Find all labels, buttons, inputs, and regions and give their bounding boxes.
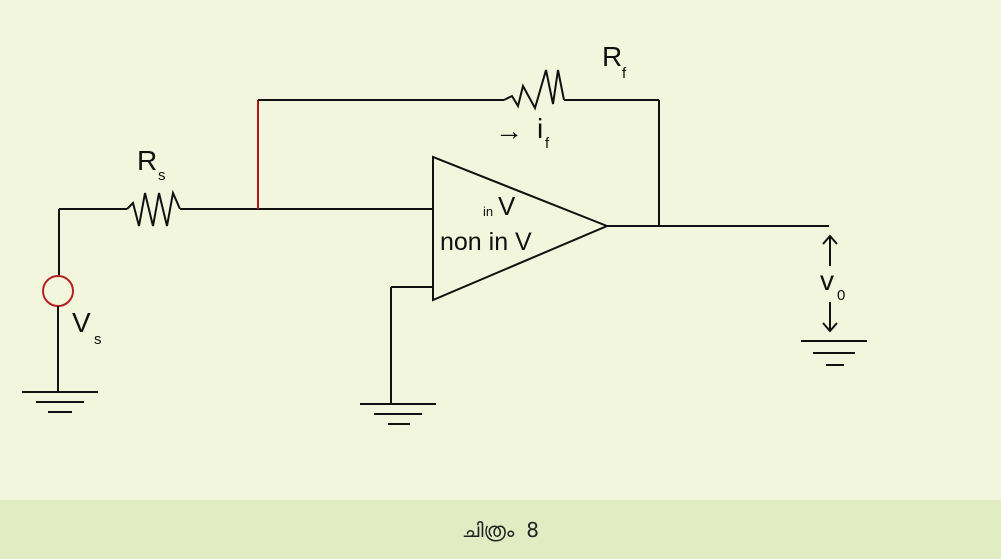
voltage-source	[42, 275, 74, 307]
feedback-resistor-rf	[503, 69, 565, 111]
ground-symbol-output	[801, 340, 867, 366]
figure-caption-bar: ചിത്രം 8	[0, 500, 1001, 559]
inverting-input-label: V	[498, 191, 516, 221]
figure-caption-label: ചിത്രം	[462, 517, 515, 542]
if-arrow: →	[495, 115, 523, 146]
input-resistor-rs	[126, 189, 181, 227]
if-subscript: f	[545, 135, 550, 152]
inverting-input-subscript: in	[483, 204, 493, 219]
vs-subscript: s	[94, 331, 102, 348]
rs-label: R	[137, 145, 157, 176]
rf-subscript: f	[622, 65, 627, 82]
output-voltage-arrow-up	[822, 234, 838, 266]
vs-label: V	[72, 307, 91, 338]
output-voltage-subscript: 0	[837, 287, 845, 304]
op-amp-circuit-diagram: R s R f → i f V s in V non in V v 0	[22, 41, 867, 425]
op-amp-triangle	[432, 155, 610, 302]
if-label: i	[537, 113, 543, 144]
output-voltage-arrow-down	[822, 302, 838, 333]
output-voltage-label: v	[820, 265, 834, 296]
ground-symbol-opamp	[360, 403, 436, 425]
noninverting-input-label: non in V	[440, 228, 532, 256]
rf-label: R	[602, 41, 622, 72]
figure-caption-number: 8	[526, 517, 539, 542]
ground-symbol-source	[22, 391, 98, 413]
rs-subscript: s	[158, 167, 166, 184]
